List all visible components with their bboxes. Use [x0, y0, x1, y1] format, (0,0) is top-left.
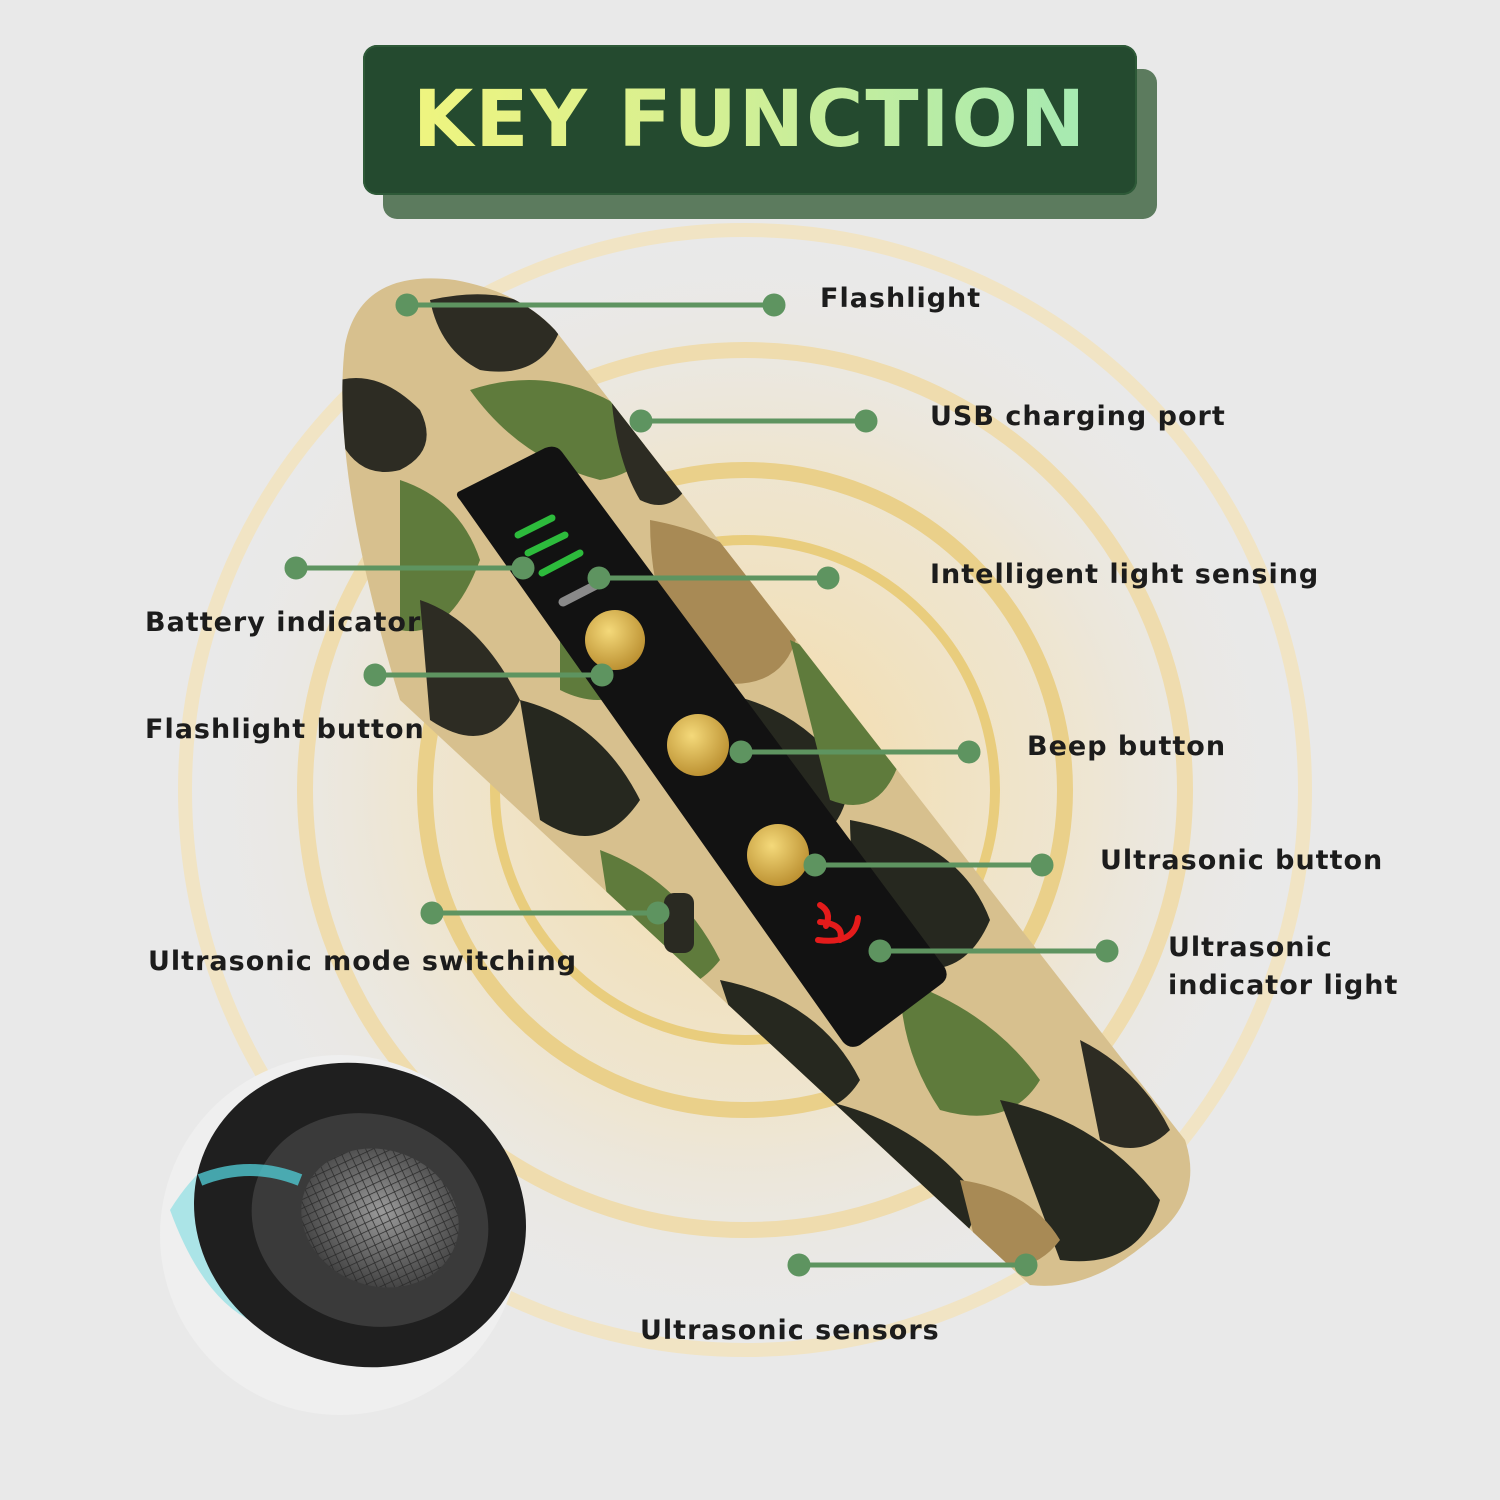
label-ultrasonic-sensors: Ultrasonic sensors: [640, 1315, 940, 1346]
label-intelligent-light-sensing: Intelligent light sensing: [930, 559, 1320, 590]
flashlight-button-graphic: [585, 610, 645, 670]
ring-outer: [178, 223, 1312, 1357]
ultrasonic-sensor-inset: [160, 1055, 526, 1415]
label-ultrasonic-indicator-line1: Ultrasonic: [1168, 932, 1333, 963]
ring-inner: [417, 462, 1073, 1118]
callout-lines: [284, 293, 1119, 1277]
title-banner: KEY FUNCTION: [363, 45, 1137, 195]
label-ultrasonic-indicator-light: Ultrasonic indicator light: [1168, 929, 1428, 1005]
label-ultrasonic-mode-switching: Ultrasonic mode switching: [148, 946, 578, 977]
beep-button-graphic: [667, 714, 729, 776]
mode-switch-graphic: [664, 893, 694, 953]
ring-core: [490, 535, 1000, 1045]
label-beep-button: Beep button: [1027, 731, 1227, 762]
label-flashlight-button: Flashlight button: [145, 714, 425, 745]
label-usb-charging-port: USB charging port: [930, 401, 1226, 432]
label-battery-indicator: Battery indicator: [145, 607, 422, 638]
label-ultrasonic-button: Ultrasonic button: [1100, 845, 1384, 876]
page-title: KEY FUNCTION: [363, 45, 1137, 195]
label-ultrasonic-indicator-line2: indicator light: [1168, 970, 1399, 1001]
label-flashlight: Flashlight: [820, 283, 982, 314]
ultrasonic-button-graphic: [747, 824, 809, 886]
ring-middle: [297, 342, 1193, 1238]
ultrasonic-indicator-led: [815, 902, 861, 944]
